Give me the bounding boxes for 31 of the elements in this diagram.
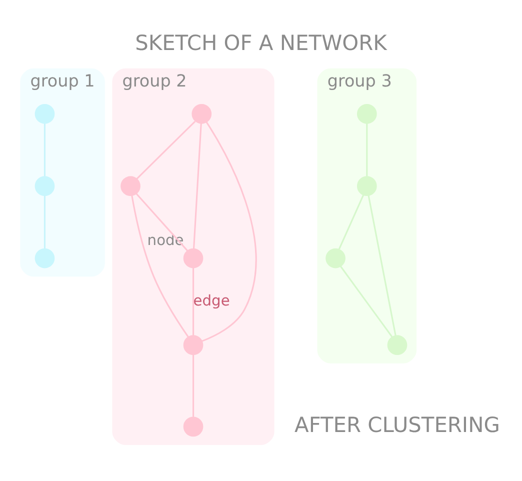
connector xyxy=(192,267,194,336)
cluster: group 1 xyxy=(20,68,105,276)
connector xyxy=(136,120,196,179)
cluster: group 3 xyxy=(317,68,417,363)
node-circle xyxy=(34,248,55,268)
connector xyxy=(44,123,46,176)
node-circle xyxy=(183,248,204,268)
connector xyxy=(193,122,202,248)
diagram-title: SKETCH OF A NETWORK xyxy=(135,30,387,55)
node-label: node xyxy=(147,231,184,248)
connector xyxy=(338,194,364,250)
node-circle xyxy=(183,416,204,436)
connector xyxy=(192,354,194,416)
connector xyxy=(366,123,368,176)
node-circle xyxy=(326,248,346,268)
node-circle xyxy=(192,103,212,124)
node-circle xyxy=(356,103,377,124)
connector xyxy=(131,195,189,337)
connector xyxy=(340,265,393,337)
edge-label: edge xyxy=(193,292,230,310)
node-circle xyxy=(183,334,204,355)
connector xyxy=(44,195,46,248)
caption: AFTER CLUSTERING xyxy=(294,412,500,436)
node-circle xyxy=(120,176,140,196)
node-circle xyxy=(34,103,55,124)
node-circle xyxy=(387,334,408,355)
connector xyxy=(202,121,257,342)
node-circle xyxy=(356,176,377,196)
connector xyxy=(368,194,396,336)
connector xyxy=(136,192,188,251)
node-circle xyxy=(34,176,55,196)
